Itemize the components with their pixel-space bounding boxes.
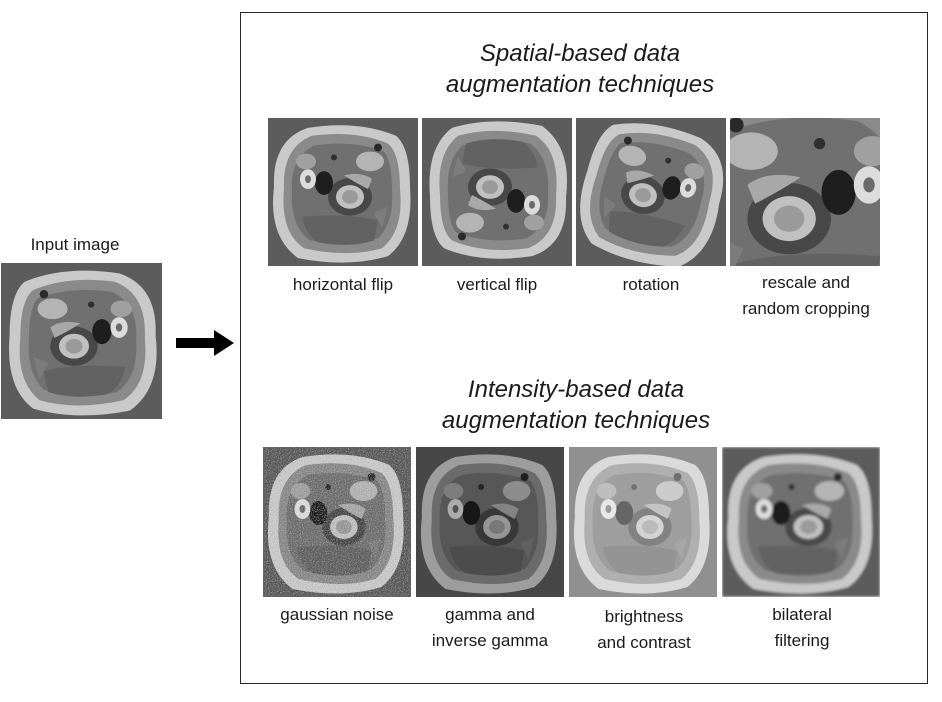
input-image-label: Input image — [30, 235, 120, 254]
gaussian-noise-image — [263, 447, 411, 597]
rotation-image — [576, 118, 726, 266]
horizontal-flip-image — [268, 118, 418, 266]
caption-brightness-contrast: brightness and contrast — [597, 607, 691, 652]
right-arrow-icon — [176, 330, 234, 356]
augmentation-panel — [240, 12, 928, 684]
caption-vertical-flip: vertical flip — [456, 275, 538, 294]
brightness-contrast-image — [569, 447, 717, 597]
caption-horizontal-flip: horizontal flip — [292, 275, 394, 294]
rescale-crop-image — [730, 118, 880, 266]
gamma-image — [416, 447, 564, 597]
caption-rotation: rotation — [622, 275, 680, 294]
intensity-heading: Intensity-based data augmentation techni… — [441, 376, 711, 434]
caption-rescale-crop: rescale and random cropping — [742, 273, 870, 318]
spatial-heading: Spatial-based data augmentation techniqu… — [445, 40, 715, 98]
caption-bilateral-filter: bilateral filtering — [772, 605, 832, 650]
bilateral-filter-image — [722, 447, 880, 597]
caption-gamma: gamma and inverse gamma — [431, 605, 549, 650]
vertical-flip-image — [422, 118, 572, 266]
input-image — [1, 263, 162, 419]
caption-gaussian-noise: gaussian noise — [280, 605, 394, 624]
